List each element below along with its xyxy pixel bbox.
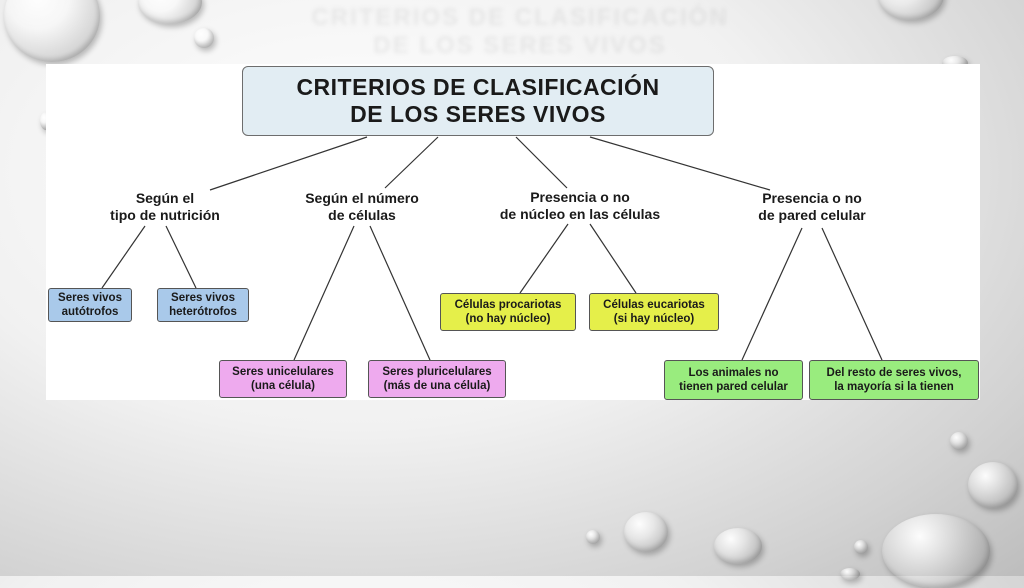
- leaf-eukaryotes: Células eucariotas (si hay núcleo): [589, 293, 719, 331]
- water-drop: [878, 0, 944, 20]
- leaf-prokaryotes: Células procariotas (no hay núcleo): [440, 293, 576, 331]
- connector-line: [101, 225, 146, 289]
- connector-line: [369, 225, 431, 361]
- water-drop: [854, 540, 868, 554]
- category-cell-wall: Presencia o no de pared celular: [758, 190, 866, 223]
- connector-line: [821, 227, 883, 361]
- connector-line: [165, 225, 197, 289]
- connector-line: [589, 223, 637, 294]
- diagram-title: CRITERIOS DE CLASIFICACIÓN DE LOS SERES …: [242, 66, 714, 136]
- connector-line: [209, 136, 368, 191]
- water-drop: [950, 432, 968, 450]
- connector-line: [384, 136, 439, 189]
- leaf-others-have-wall: Del resto de seres vivos, la mayoría si …: [809, 360, 979, 400]
- category-cell-count: Según el número de células: [305, 190, 419, 223]
- connector-line: [589, 136, 771, 191]
- water-drop: [968, 462, 1018, 508]
- leaf-heterotrophs: Seres vivos heterótrofos: [157, 288, 249, 322]
- category-nutrition: Según el tipo de nutrición: [110, 190, 220, 223]
- leaf-autotrophs: Seres vivos autótrofos: [48, 288, 132, 322]
- water-drop: [624, 512, 668, 552]
- connector-lines: [101, 136, 883, 361]
- leaf-multicellular: Seres pluricelulares (más de una célula): [368, 360, 506, 398]
- water-drop: [714, 528, 762, 564]
- water-drop: [586, 530, 600, 544]
- category-nucleus: Presencia o no de núcleo en las células: [499, 189, 661, 222]
- connector-line: [515, 136, 568, 189]
- leaf-animals-no-wall: Los animales no tienen pared celular: [664, 360, 803, 400]
- connector-line: [741, 227, 803, 361]
- water-drop: [194, 28, 214, 48]
- title-reflection: CRITERIOS DE CLASIFICACIÓN DE LOS SERES …: [311, 4, 729, 59]
- leaf-unicellular: Seres unicelulares (una célula): [219, 360, 347, 398]
- connector-line: [293, 225, 355, 361]
- connector-line: [519, 223, 569, 294]
